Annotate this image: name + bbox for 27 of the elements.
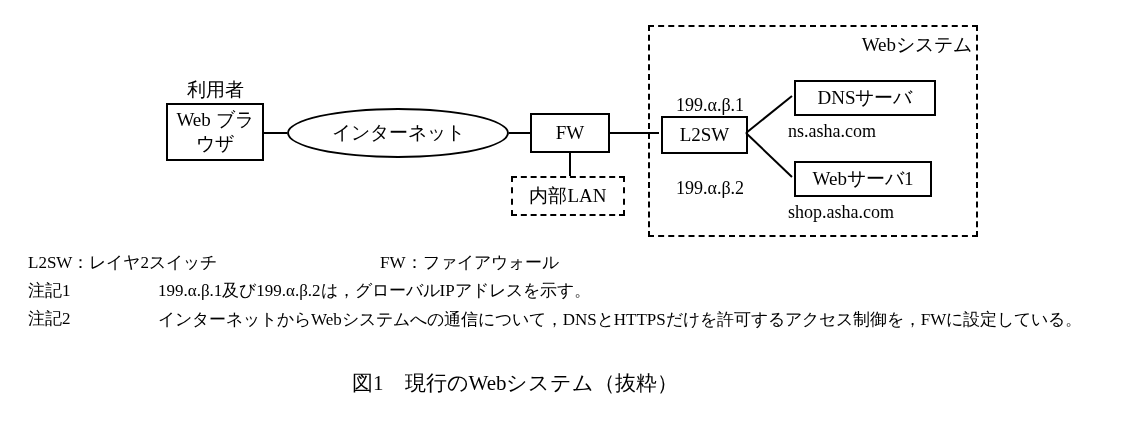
connector-line	[263, 132, 288, 134]
note-number: 注記1	[28, 280, 71, 302]
connector-line	[609, 132, 660, 134]
figure-caption: 図1 現行のWebシステム（抜粋）	[352, 370, 679, 397]
connector-line	[508, 132, 531, 134]
ip-address-label: 199.α.β.1	[676, 94, 745, 117]
connector-line	[745, 132, 793, 178]
server-box: DNSサーバ	[794, 80, 936, 116]
browser-box: Web ブラウザ	[166, 103, 264, 161]
connector-line	[745, 95, 793, 134]
abbreviation-note: L2SW：レイヤ2スイッチ	[28, 252, 217, 274]
hostname-label: shop.asha.com	[788, 201, 894, 224]
ip-address-label: 199.α.β.2	[676, 177, 745, 200]
node-heading: 利用者	[185, 79, 245, 101]
note-number: 注記2	[28, 308, 71, 330]
firewall-box: FW	[530, 113, 610, 153]
system-group	[648, 25, 978, 237]
internet-ellipse: インターネット	[287, 108, 509, 158]
connector-line	[569, 152, 571, 177]
note-text: 199.α.β.1及び199.α.β.2は，グローバルIPアドレスを示す。	[158, 280, 591, 302]
note-text: インターネットからWebシステムへの通信について，DNSとHTTPSだけを許可するアクセス制御を，FWに設定している。	[157, 309, 1084, 331]
server-box: Webサーバ1	[794, 161, 932, 197]
lan-box: 内部LAN	[511, 176, 625, 216]
hostname-label: ns.asha.com	[788, 120, 876, 143]
switch-box: L2SW	[661, 116, 748, 154]
group-title: Webシステム	[861, 33, 972, 57]
abbreviation-note: FW：ファイアウォール	[380, 252, 559, 274]
